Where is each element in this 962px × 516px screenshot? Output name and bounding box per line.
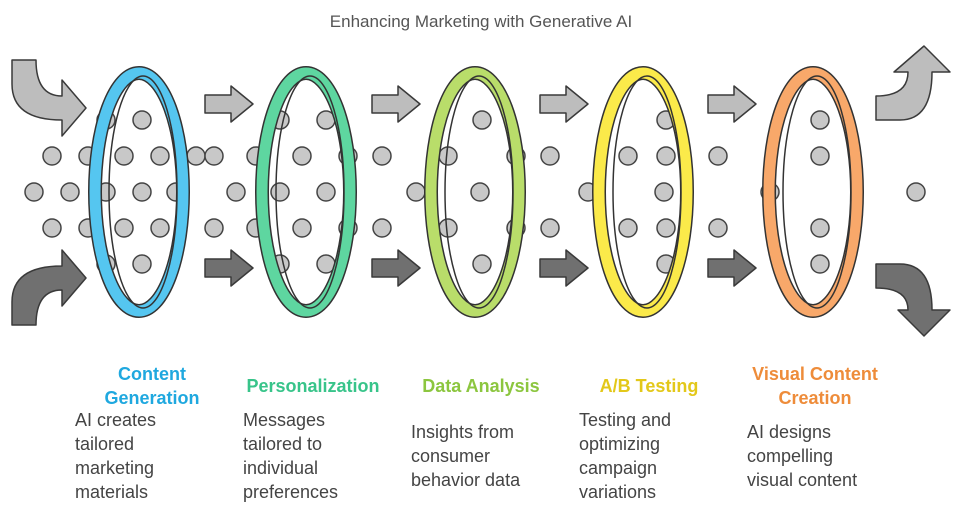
particle-dot-27 [470, 182, 490, 202]
stage-title-4: A/B Testing [549, 374, 749, 398]
particle-dot-5 [186, 146, 206, 166]
stage-description-line: preferences [243, 482, 339, 502]
entry-arrow-top [11, 59, 87, 137]
particle-dot-38 [292, 218, 312, 238]
connector-arrow-bottom-4 [707, 249, 757, 287]
stage-description-line: Insights from [411, 422, 515, 442]
particle-dot-52 [472, 110, 492, 130]
particle-dot-23 [226, 182, 246, 202]
dots-layer [24, 110, 926, 274]
funnel-diagram [11, 45, 951, 337]
particle-dot-16 [708, 146, 728, 166]
stage-description-line: optimizing [579, 434, 661, 454]
particle-dot-8 [292, 146, 312, 166]
particle-dot-61 [810, 254, 830, 274]
stage-description-line: campaign [579, 458, 658, 478]
particle-dot-10 [372, 146, 392, 166]
connector-arrow-bottom-3 [539, 249, 589, 287]
particle-dot-15 [656, 146, 676, 166]
stage-description-line: compelling [747, 446, 834, 466]
stage-title-line: Content [118, 364, 186, 384]
stage-ring-2 [255, 66, 357, 318]
diagram-title: Enhancing Marketing with Generative AI [329, 12, 633, 31]
particle-dot-24 [270, 182, 290, 202]
particle-dot-49 [132, 110, 152, 130]
particle-dot-34 [114, 218, 134, 238]
stage-description-line: Testing and [579, 410, 672, 430]
stage-title-line: Data Analysis [422, 376, 540, 396]
arrows-layer [11, 45, 951, 337]
stage-title-line: Personalization [246, 376, 380, 396]
stage-description-line: consumer [411, 446, 491, 466]
particle-dot-3 [114, 146, 134, 166]
particle-dot-1 [42, 146, 62, 166]
stage-title-3: Data Analysis [381, 374, 581, 398]
particle-dot-13 [540, 146, 560, 166]
particle-dot-35 [150, 218, 170, 238]
stage-title-line: Generation [104, 388, 200, 408]
stage-title-2: Personalization [213, 374, 413, 398]
exit-arrow-bottom [875, 263, 951, 337]
particle-dot-18 [24, 182, 44, 202]
connector-arrow-top-4 [707, 85, 757, 123]
particle-dot-19 [60, 182, 80, 202]
exit-arrow-top [875, 45, 951, 121]
connector-arrow-bottom-2 [371, 249, 421, 287]
particle-dot-32 [42, 218, 62, 238]
particle-dot-6 [204, 146, 224, 166]
particle-dot-36 [204, 218, 224, 238]
stage-title-line: Creation [778, 388, 852, 408]
connector-arrow-top-2 [371, 85, 421, 123]
particle-dot-59 [472, 254, 492, 274]
stage-description-2: Messages tailored to individual preferences [243, 408, 338, 504]
stage-description-line: marketing [75, 458, 155, 478]
particle-dot-14 [618, 146, 638, 166]
stage-ring-1 [88, 66, 190, 318]
stage-description-line: behavior data [411, 470, 521, 490]
particle-dot-45 [656, 218, 676, 238]
particle-dot-26 [406, 182, 426, 202]
particle-dot-54 [810, 110, 830, 130]
particle-dot-21 [132, 182, 152, 202]
stage-description-line: materials [75, 482, 149, 502]
particle-dot-47 [810, 218, 830, 238]
particle-dot-44 [618, 218, 638, 238]
particle-dot-11 [438, 146, 458, 166]
stage-description-line: tailored to [243, 434, 323, 454]
stage-title-line: A/B Testing [599, 376, 699, 396]
stage-description-line: individual [243, 458, 319, 478]
particle-dot-40 [372, 218, 392, 238]
particle-dot-46 [708, 218, 728, 238]
particle-dot-4 [150, 146, 170, 166]
rings-layer [88, 66, 864, 318]
particle-dot-31 [906, 182, 926, 202]
particle-dot-41 [438, 218, 458, 238]
connector-arrow-top-1 [204, 85, 254, 123]
entry-arrow-bottom [11, 249, 87, 326]
stage-description-line: visual content [747, 470, 858, 490]
stage-description-line: AI creates [75, 410, 157, 430]
connector-arrow-bottom-1 [204, 249, 254, 287]
stage-title-line: Visual Content [752, 364, 878, 384]
particle-dot-29 [654, 182, 674, 202]
particle-dot-56 [132, 254, 152, 274]
stage-description-line: AI designs [747, 422, 832, 442]
stage-description-line: Messages [243, 410, 326, 430]
stage-description-4: Testing and optimizing campaign variations [579, 408, 671, 504]
stage-description-1: AI creates tailored marketing materials [75, 408, 156, 504]
stage-description-5: AI designs compelling visual content [747, 420, 857, 492]
stage-description-line: tailored [75, 434, 135, 454]
stage-ring-3 [424, 66, 526, 318]
particle-dot-43 [540, 218, 560, 238]
particle-dot-17 [810, 146, 830, 166]
particle-dot-25 [316, 182, 336, 202]
stage-description-line: variations [579, 482, 657, 502]
connector-arrow-top-3 [539, 85, 589, 123]
stage-description-3: Insights from consumer behavior data [411, 420, 520, 492]
stage-ring-4 [592, 66, 694, 318]
stage-ring-5 [762, 66, 864, 318]
